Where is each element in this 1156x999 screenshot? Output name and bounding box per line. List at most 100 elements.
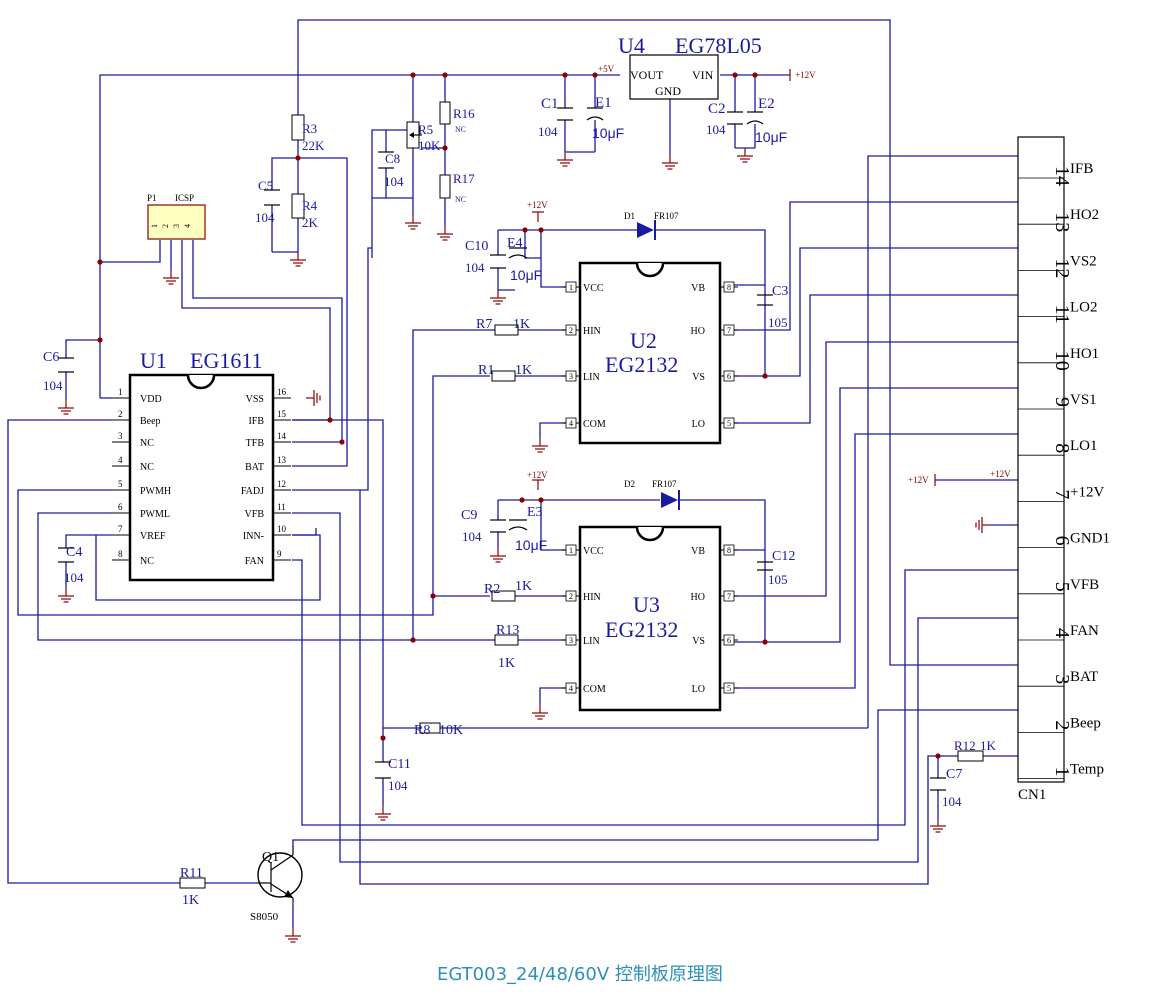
u1-pin-name: VFB	[245, 509, 265, 520]
svg-text:2: 2	[161, 224, 170, 228]
svg-text:R5: R5	[418, 122, 433, 137]
u4-gnd: GND	[655, 84, 681, 98]
u1-pin-name: FADJ	[241, 486, 264, 497]
p1-name: ICSP	[175, 193, 194, 203]
svg-text:R2: R2	[484, 582, 500, 597]
cn1-pin-name: VFB	[1070, 577, 1099, 593]
u3-pin-box	[723, 544, 735, 556]
ic-u1: U1 EG1611	[128, 348, 275, 582]
svg-text:C2: C2	[708, 101, 726, 117]
cn1-pin-name: +12V	[1070, 484, 1104, 500]
r3-resistor: R3 22K	[291, 114, 325, 153]
svg-text:C4: C4	[66, 545, 82, 560]
u2-pin-box	[723, 281, 735, 293]
svg-text:10μF: 10μF	[755, 129, 787, 145]
svg-text:4: 4	[183, 224, 192, 228]
ic-u2: U2 EG2132	[578, 261, 722, 445]
u3-pin-number: 5	[727, 684, 731, 693]
svg-text:2K: 2K	[302, 215, 319, 230]
r12-c7: R12 1K C7 104	[930, 738, 997, 809]
cn1-pin-number: 14	[1051, 166, 1073, 186]
c8-capacitor: C8 104	[378, 151, 404, 189]
u1-pin-name: FAN	[245, 556, 264, 567]
u3-pin-number: 2	[569, 592, 573, 601]
cn1-pins: IFB14HO213VS212LO211HO110VS19LO18+12V7GN…	[1018, 161, 1110, 779]
p1-ref: P1	[147, 193, 157, 203]
u1-pin-number: 14	[277, 431, 287, 441]
net-12v-u2: +12V	[527, 200, 548, 210]
u4-part: EG78L05	[675, 33, 762, 58]
svg-text:R1: R1	[478, 363, 494, 378]
u3-pin-box	[565, 590, 577, 602]
r4-resistor: R4 2K	[291, 193, 319, 230]
cn1-pin-name: FAN	[1070, 623, 1099, 639]
u2-pin-name: VB	[691, 283, 705, 294]
junction-dots	[97, 72, 941, 759]
cn1-pin-number: 2	[1051, 720, 1073, 730]
svg-text:10μF: 10μF	[592, 125, 624, 141]
r16-resistor: R16 NC	[439, 101, 475, 134]
u1-pin-name: NC	[140, 438, 154, 449]
u2-pin-box	[565, 281, 577, 293]
u2-pin-name: LIN	[583, 372, 600, 383]
caption: EGT003_24/48/60V 控制板原理图	[437, 964, 723, 985]
svg-text:10K: 10K	[418, 138, 441, 153]
r17-resistor: R17 NC	[439, 171, 475, 204]
r8-c11: R8 10K C11 104	[375, 722, 463, 793]
svg-text:C3: C3	[772, 284, 788, 299]
svg-text:1K: 1K	[513, 317, 530, 332]
svg-text:C6: C6	[43, 350, 59, 365]
u2-pin-number: 5	[727, 419, 731, 428]
svg-text:104: 104	[942, 794, 962, 809]
u1-pin-name: PWML	[140, 509, 170, 520]
u2-bootstrap: +12V D1 FR107 C10 104 E4 10μF C3 105 R7 …	[465, 200, 788, 382]
u1-pin-name: TFB	[246, 438, 265, 449]
u3-ref: U3	[633, 592, 660, 617]
u1-pin-number: 13	[277, 455, 287, 465]
svg-text:10K: 10K	[439, 723, 463, 738]
u1-pin-name: VSS	[246, 394, 264, 405]
u2-pin-name: COM	[583, 419, 606, 430]
u1-pin-number: 8	[118, 549, 123, 559]
svg-text:104: 104	[706, 122, 726, 137]
u3-pin-name: COM	[583, 684, 606, 695]
net-12v-cn1: +12V	[990, 469, 1011, 479]
u3-pin-box	[565, 544, 577, 556]
u2-pin-box	[565, 324, 577, 336]
u1-pin-number: 9	[277, 549, 282, 559]
u1-pin-number: 7	[118, 524, 123, 534]
svg-text:104: 104	[43, 378, 63, 393]
c5-capacitor: C5 104	[255, 178, 280, 225]
u3-pin-name: VS	[692, 636, 705, 647]
u2-pin-name: VCC	[583, 283, 604, 294]
cn1-ref: CN1	[1018, 787, 1046, 803]
u3-bootstrap: +12V D2 FR107 C9 104 E3 10μF C12 105 R2 …	[461, 470, 795, 671]
svg-text:22K: 22K	[302, 138, 325, 153]
u3-pin-name: LIN	[583, 636, 600, 647]
cn1-pin-number: 1	[1051, 767, 1073, 777]
net-12v-u3: +12V	[527, 470, 548, 480]
u2-pin-box	[565, 417, 577, 429]
svg-text:104: 104	[64, 570, 84, 585]
svg-text:10μF: 10μF	[515, 537, 547, 553]
u1-pin-number: 3	[118, 431, 123, 441]
svg-text:D1: D1	[624, 211, 635, 221]
svg-text:D2: D2	[624, 479, 635, 489]
u1-pins: 1VDD2Beep3NC4NC5PWMH6PWML7VREF8NC16VSS15…	[112, 387, 291, 567]
q1-part: S8050	[250, 911, 279, 923]
svg-text:1K: 1K	[515, 579, 532, 594]
u1-pin-name: BAT	[245, 462, 264, 473]
cn1-pin-number: 9	[1051, 397, 1073, 407]
svg-text:C7: C7	[946, 767, 962, 782]
u1-pin-number: 16	[277, 387, 287, 397]
svg-text:1K: 1K	[980, 738, 997, 753]
cn1-pin-number: 3	[1051, 674, 1073, 684]
svg-text:C10: C10	[465, 239, 488, 254]
u1-pin-number: 12	[277, 479, 286, 489]
cn1-pin-name: Beep	[1070, 715, 1101, 731]
u1-ref: U1	[140, 348, 167, 373]
u3-pin-name: VCC	[583, 546, 604, 557]
svg-text:R8: R8	[414, 723, 430, 738]
